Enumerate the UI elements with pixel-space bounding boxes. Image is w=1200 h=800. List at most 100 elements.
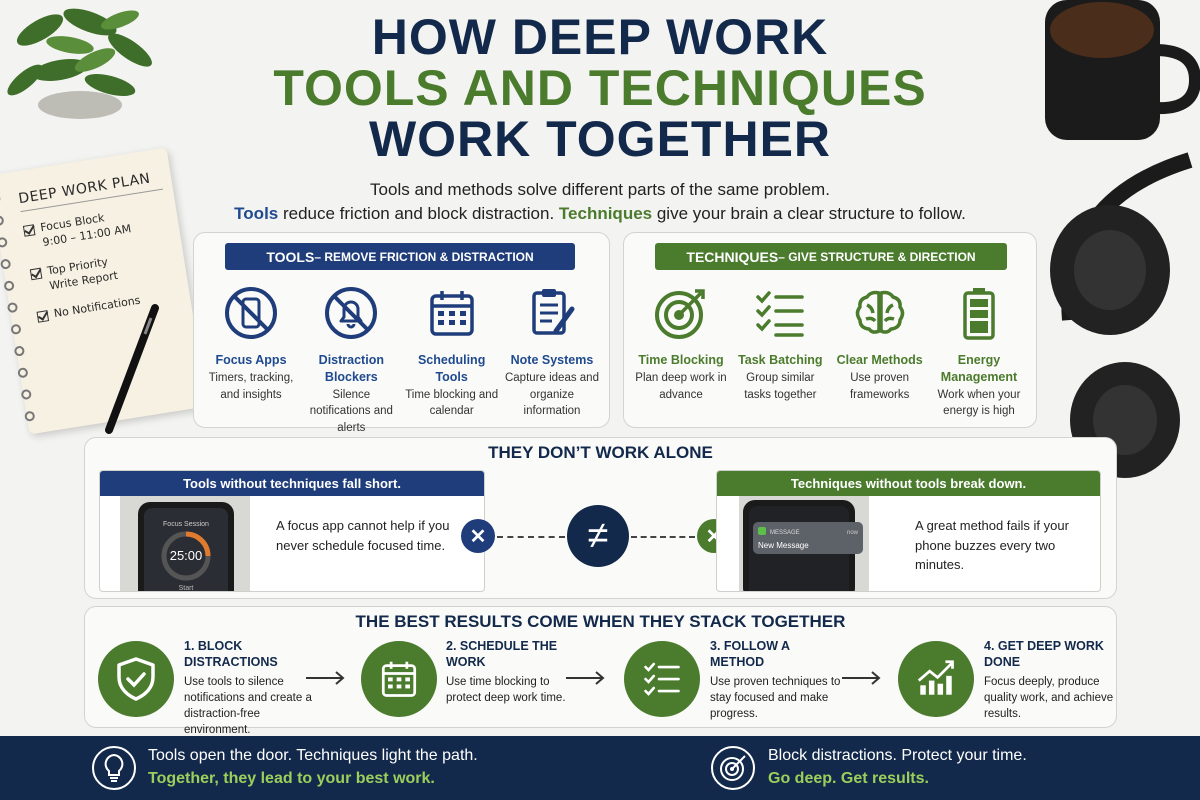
dont-work-alone-title: THEY DON’T WORK ALONE (488, 443, 713, 462)
technique-card-desc: Plan deep work in advance (635, 371, 727, 401)
title-line-2: TOOLS AND TECHNIQUES (273, 60, 927, 116)
target-icon (655, 289, 705, 339)
step-2-desc: Use time blocking to protect deep work t… (446, 676, 566, 705)
tool-card-note-systems: Note Systems Capture ideas and organize … (503, 285, 601, 437)
techniques-sentence: give your brain a clear structure to fol… (652, 203, 966, 223)
step-1-icon-circle (98, 641, 174, 717)
pen-decoration (105, 304, 159, 434)
lightbulb-icon (92, 746, 136, 790)
start-label: Start (179, 585, 194, 592)
title-line-1: HOW DEEP WORK (371, 9, 829, 65)
techniques-without-tools-heading: Techniques without tools break down. (717, 471, 1100, 496)
technique-card-clear-methods: Clear Methods Use proven frameworks (831, 285, 929, 420)
step-1-desc: Use tools to silence notifications and c… (184, 676, 312, 737)
tool-card-title: Note Systems (510, 353, 594, 367)
checkbox-icon (36, 310, 50, 324)
tools-panel: TOOLS – REMOVE FRICTION & DISTRACTION Fo… (193, 232, 610, 434)
headphones-decoration (1050, 152, 1193, 478)
battery-icon (963, 288, 995, 340)
tool-card-scheduling-tools: Scheduling Tools Time blocking and calen… (403, 285, 501, 437)
checklist-icon (644, 662, 680, 696)
technique-card-title: Task Batching (738, 353, 823, 367)
tool-card-title: Scheduling Tools (417, 353, 486, 384)
brain-icon (855, 290, 904, 334)
step-1-title: 1. BLOCK DISTRACTIONS (184, 639, 278, 669)
subtitle: Tools and methods solve different parts … (200, 178, 1000, 226)
calendar-icon (381, 661, 417, 697)
tools-heading-word: TOOLS (266, 248, 315, 265)
spiral-binding-icon (0, 193, 35, 422)
techniques-heading-word: TECHNIQUES (686, 248, 779, 265)
x-icon: ✕ (461, 519, 495, 553)
step-3-title: 3. FOLLOW A METHOD (710, 639, 790, 669)
technique-card-desc: Work when your energy is high (937, 388, 1021, 418)
dashed-connector (631, 536, 695, 538)
footer-left-line-2: Together, they lead to your best work. (148, 770, 435, 787)
target-arrow-icon (711, 746, 755, 790)
notification-phone-image: MESSAGE now New Message (739, 496, 869, 591)
new-message-label: New Message (758, 541, 809, 550)
subtitle-line-2: Tools reduce friction and block distract… (200, 202, 1000, 226)
techniques-panel: TECHNIQUES – GIVE STRUCTURE & DIRECTION … (623, 232, 1037, 428)
arrow-right-icon (842, 671, 881, 685)
technique-card-title: Energy Management (940, 353, 1018, 384)
phone-blocked-icon (225, 287, 277, 339)
arrow-right-icon (306, 671, 345, 685)
technique-card-desc: Group similar tasks together (744, 371, 817, 401)
technique-card-title: Time Blocking (638, 353, 724, 367)
footer-bar: Tools open the door. Techniques light th… (0, 736, 1200, 800)
message-app-label: MESSAGE (770, 530, 800, 536)
stack-together-title: THE BEST RESULTS COME WHEN THEY STACK TO… (355, 612, 846, 631)
step-3-desc: Use proven techniques to stay focused an… (710, 676, 841, 721)
tool-card-desc: Time blocking and calendar (405, 388, 499, 418)
notification-time-label: now (847, 530, 859, 536)
checkbox-icon (29, 267, 43, 280)
focus-timer-value: 25:00 (170, 548, 203, 563)
tool-card-desc: Capture ideas and organize information (504, 371, 599, 418)
tools-without-techniques-text: A focus app cannot help if you never sch… (276, 518, 450, 553)
step-4-title: 4. GET DEEP WORK DONE (984, 639, 1104, 669)
focus-session-label: Focus Session (163, 521, 209, 528)
technique-card-task-batching: Task Batching Group similar tasks togeth… (731, 285, 829, 420)
tool-card-desc: Silence notifications and alerts (309, 388, 393, 435)
techniques-heading-rest: – GIVE STRUCTURE & DIRECTION (778, 249, 976, 264)
techniques-without-tools-card: Techniques without tools break down. MES… (716, 470, 1101, 592)
tools-without-techniques-heading: Tools without techniques fall short. (100, 471, 484, 496)
tool-card-title: Distraction Blockers (318, 353, 384, 384)
footer-left-line-1: Tools open the door. Techniques light th… (148, 747, 478, 764)
tools-word: Tools (234, 203, 279, 223)
coffee-mug-decoration (1045, 0, 1200, 140)
step-3-icon-circle (624, 641, 700, 717)
technique-card-time-blocking: Time Blocking Plan deep work in advance (632, 285, 730, 420)
footer-right-line-1: Block distractions. Protect your time. (768, 747, 1027, 764)
page-title: HOW DEEP WORK TOOLS AND TECHNIQUES WORK … (200, 12, 1000, 165)
tool-card-desc: Timers, tracking, and insights (208, 371, 294, 401)
tools-sentence: reduce friction and block distraction. (278, 203, 559, 223)
technique-card-title: Clear Methods (836, 353, 923, 367)
tool-card-focus-apps: Focus Apps Timers, tracking, and insight… (202, 285, 300, 437)
notes-pen-icon (532, 289, 575, 335)
dashed-connector (497, 536, 565, 538)
step-4-icon-circle (898, 641, 974, 717)
bell-muted-icon (325, 287, 378, 339)
techniques-word: Techniques (558, 203, 653, 223)
shield-check-icon (117, 657, 155, 701)
growth-chart-icon (917, 660, 954, 695)
title-line-3: WORK TOGETHER (368, 111, 832, 167)
technique-card-energy-management: Energy Management Work when your energy … (930, 285, 1028, 420)
tool-card-title: Focus Apps (215, 353, 287, 367)
techniques-heading: TECHNIQUES – GIVE STRUCTURE & DIRECTION (655, 243, 1007, 270)
not-equal-icon: ≠ (567, 505, 629, 567)
tool-card-distraction-blockers: Distraction Blockers Silence notificatio… (302, 285, 400, 437)
checkbox-icon (22, 224, 36, 237)
plant-decoration (7, 8, 152, 119)
footer-right-line-2: Go deep. Get results. (768, 770, 929, 787)
tools-heading: TOOLS – REMOVE FRICTION & DISTRACTION (225, 243, 575, 270)
step-4-desc: Focus deeply, produce quality work, and … (984, 676, 1114, 721)
techniques-without-tools-text: A great method fails if your phone buzze… (915, 518, 1069, 572)
checklist-icon (756, 291, 805, 337)
arrow-right-icon (566, 671, 605, 685)
